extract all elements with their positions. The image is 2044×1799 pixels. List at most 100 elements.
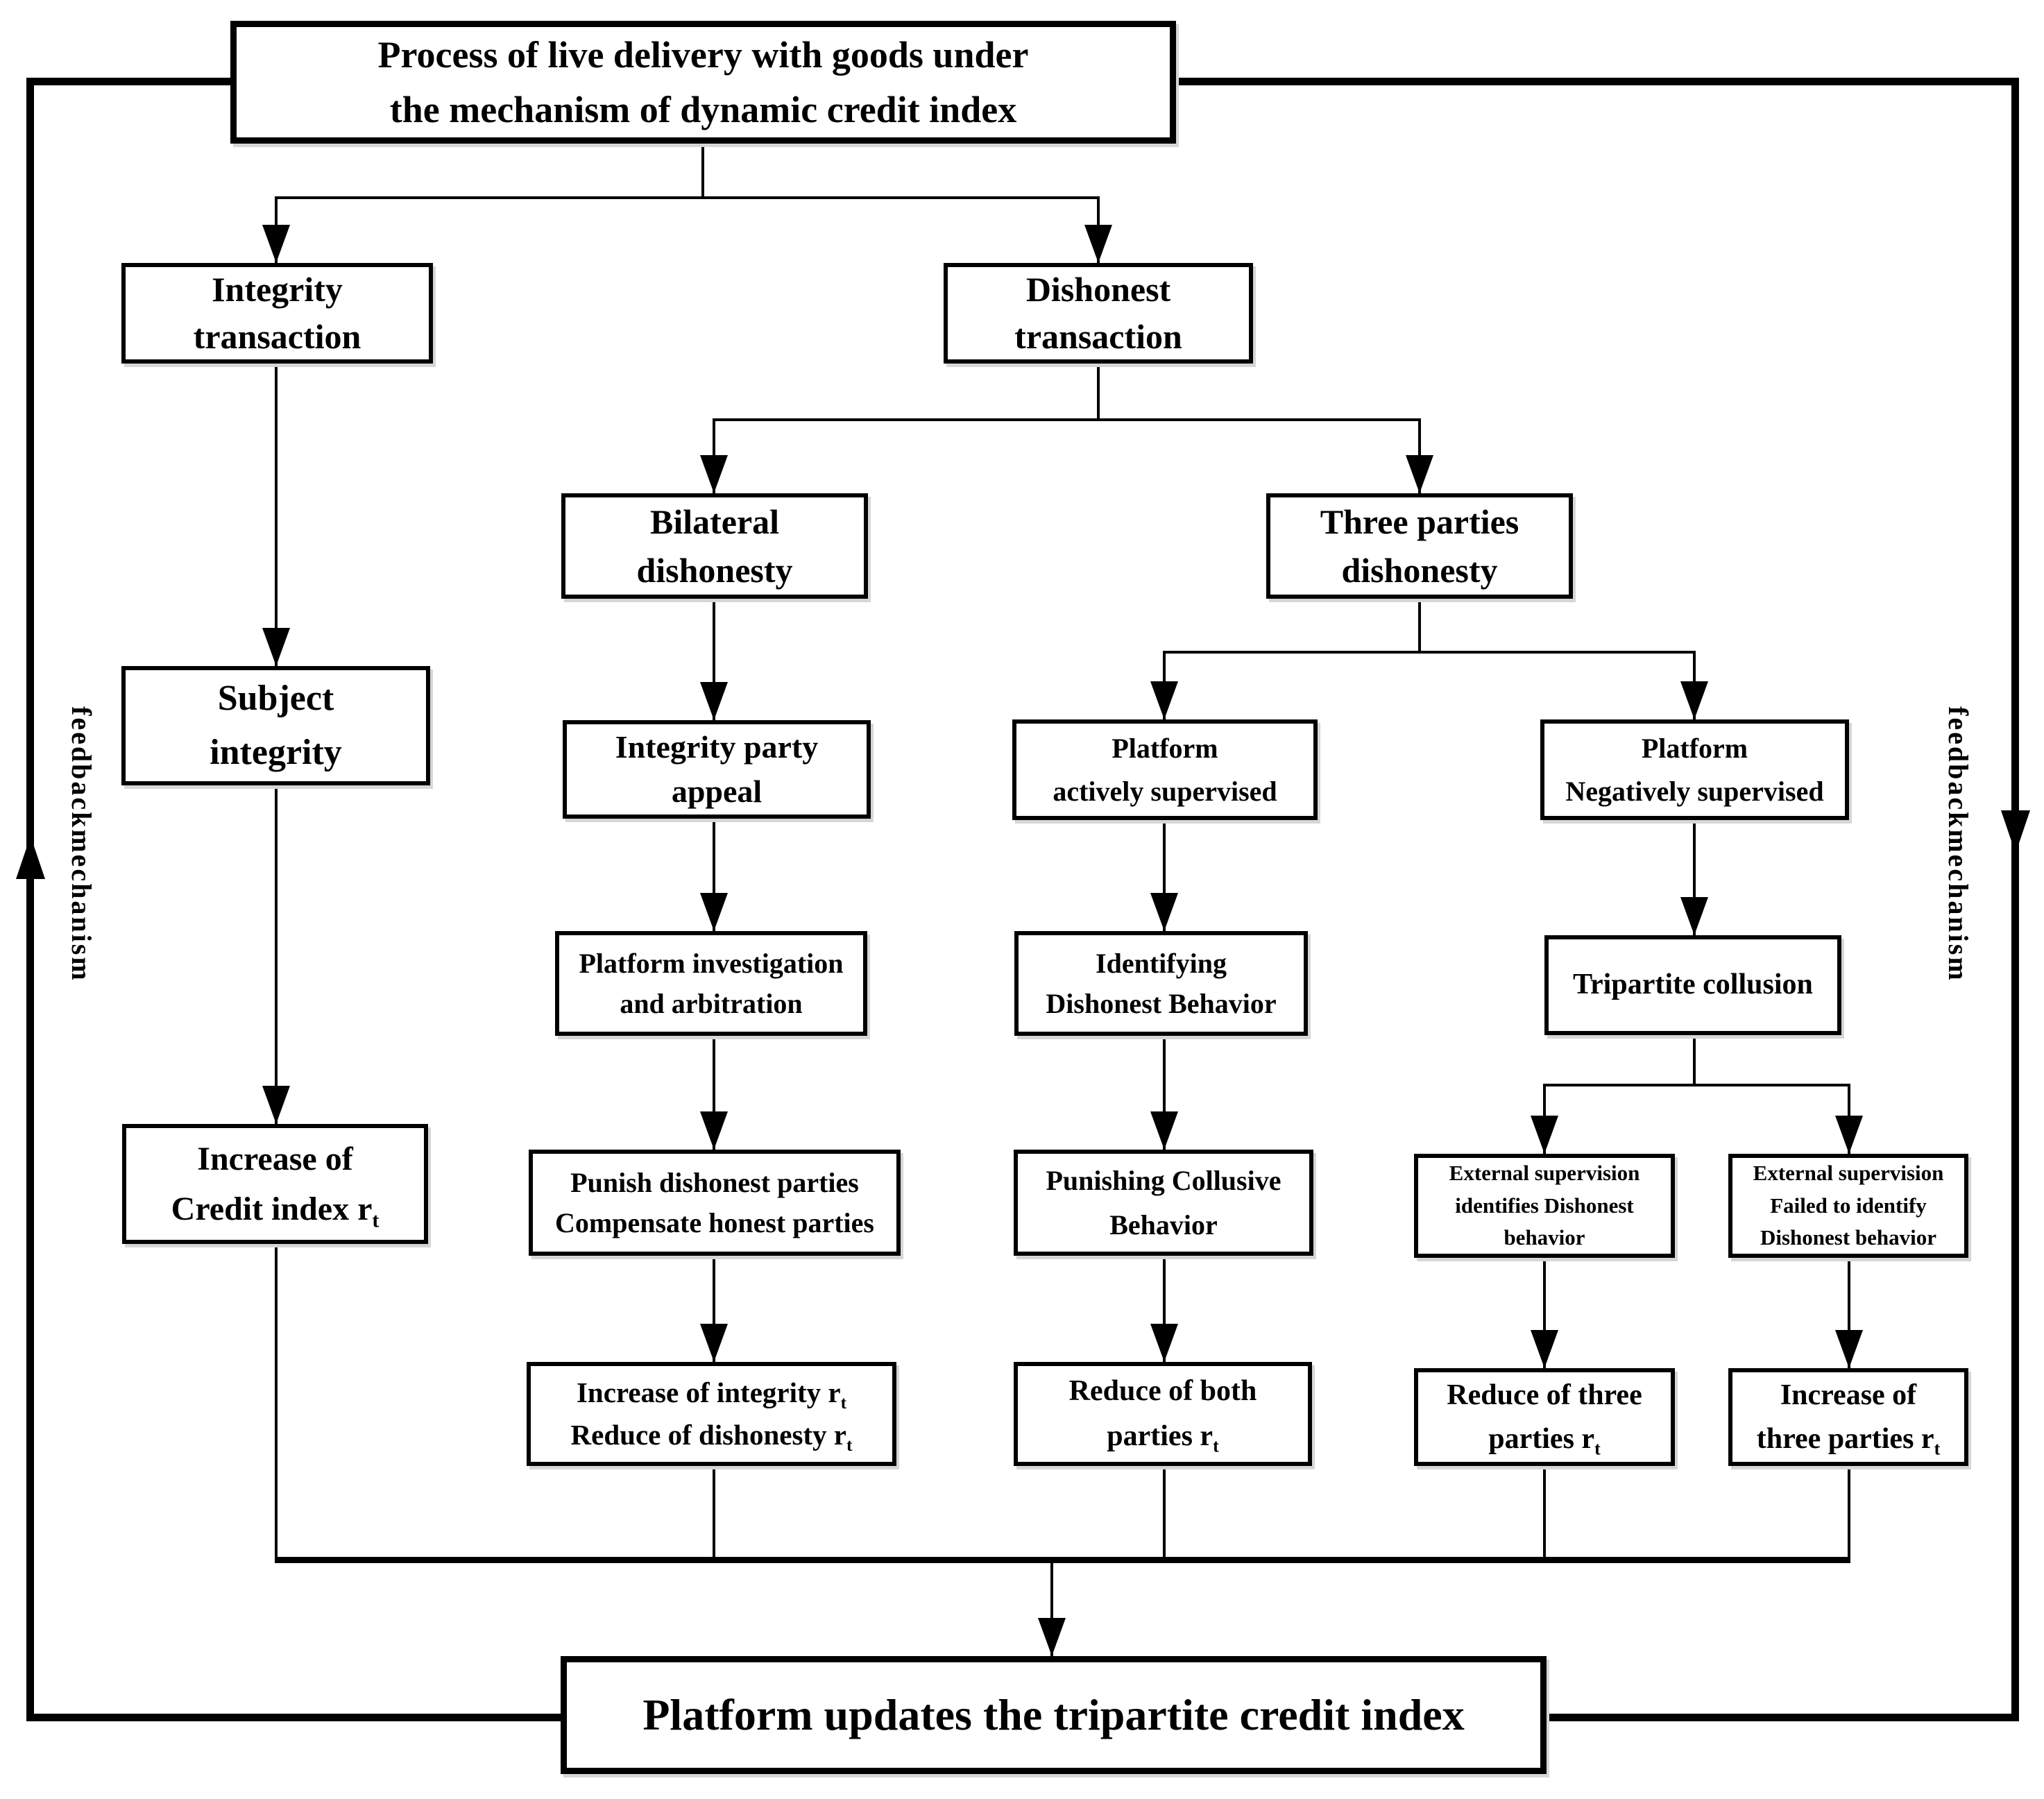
node-text: Platform	[1112, 732, 1218, 764]
subscript: t	[846, 1435, 853, 1456]
flow-line	[1543, 1084, 1850, 1086]
node-subject-integrity: Subject integrity	[121, 666, 430, 785]
node-text: Tripartite collusion	[1573, 969, 1813, 1001]
node-process: Process of live delivery with goods unde…	[230, 21, 1176, 144]
node-external-failed: External supervision Failed to identify …	[1728, 1154, 1968, 1258]
subscript: t	[1594, 1438, 1601, 1458]
node-text: and arbitration	[620, 987, 803, 1019]
arrow-icon	[1835, 1330, 1863, 1368]
node-text: dishonesty	[1341, 551, 1498, 590]
feedback-line	[26, 78, 232, 85]
arrow-icon	[700, 893, 728, 931]
node-text: the mechanism of dynamic credit index	[389, 88, 1017, 130]
node-text: three parties rt	[1756, 1422, 1941, 1458]
flow-line	[1418, 599, 1421, 652]
node-text: Process of live delivery with goods unde…	[377, 34, 1029, 76]
node-text: Dishonest Behavior	[1046, 987, 1277, 1019]
arrow-icon	[1038, 1618, 1066, 1656]
arrow-icon	[1680, 897, 1708, 935]
node-text: External supervision	[1449, 1161, 1640, 1186]
feedback-line	[1175, 78, 2019, 85]
node-bilateral-dishonesty: Bilateral dishonesty	[561, 493, 868, 599]
arrow-icon	[262, 225, 290, 263]
flow-line	[275, 1244, 278, 1560]
arrow-icon	[700, 455, 728, 493]
node-text: Increase of	[1780, 1379, 1917, 1411]
node-platform-investigation: Platform investigation and arbitration	[555, 931, 867, 1036]
node-identifying-dishonest-behavior: Identifying Dishonest Behavior	[1014, 931, 1308, 1036]
arrow-icon	[700, 1324, 728, 1362]
arrow-down-icon	[2001, 810, 2030, 853]
node-dishonest-transaction: Dishonest transaction	[944, 263, 1253, 364]
arrow-icon	[700, 1111, 728, 1150]
node-reduce-three: Reduce of three parties rt	[1414, 1368, 1675, 1466]
feedback-label-right: feedbackmechanism	[1943, 706, 1974, 982]
feedback-line	[26, 78, 34, 1721]
node-text: Behavior	[1109, 1209, 1218, 1240]
node-text: Reduce of dishonesty rt	[570, 1419, 853, 1456]
arrow-icon	[700, 682, 728, 720]
subscript: t	[1213, 1435, 1219, 1456]
flow-line	[1050, 1561, 1053, 1656]
node-text: External supervision	[1753, 1161, 1944, 1186]
flow-line	[1163, 1036, 1166, 1151]
node-text: Dishonest behavior	[1760, 1225, 1937, 1250]
flow-line	[713, 1466, 715, 1560]
node-integrity-party-appeal: Integrity party appeal	[563, 720, 871, 819]
node-platform-negatively-supervised: Platform Negatively supervised	[1540, 719, 1849, 820]
arrow-icon	[1084, 225, 1112, 263]
flow-line	[275, 785, 278, 1125]
flow-line	[701, 142, 704, 198]
node-text: Failed to identify	[1770, 1193, 1927, 1218]
node-text: Increase of integrity rt	[576, 1376, 847, 1413]
node-text: appeal	[671, 774, 763, 809]
node-external-identifies: External supervision identifies Dishones…	[1414, 1154, 1675, 1258]
flow-line	[713, 599, 715, 722]
subscript: t	[1934, 1438, 1941, 1458]
flow-line	[1163, 820, 1166, 932]
node-text: Punish dishonest parties	[570, 1166, 859, 1198]
arrow-icon	[1531, 1116, 1558, 1154]
node-text: Compensate honest parties	[555, 1207, 874, 1238]
subscript: t	[840, 1392, 847, 1413]
node-text: Negatively supervised	[1565, 775, 1824, 807]
node-text: Subject	[217, 679, 334, 718]
flow-line	[713, 819, 715, 932]
node-reduce-both: Reduce of both parties rt	[1014, 1362, 1312, 1466]
node-text: parties rt	[1107, 1420, 1219, 1456]
node-platform-actively-supervised: Platform actively supervised	[1012, 719, 1318, 820]
node-text: integrity	[210, 733, 342, 772]
arrow-icon	[262, 1086, 290, 1124]
arrow-icon	[1406, 455, 1433, 493]
flow-line	[1163, 1256, 1166, 1363]
node-text: Credit index rt	[171, 1190, 380, 1232]
node-increase-integrity: Increase of integrity rt Reduce of disho…	[527, 1362, 896, 1466]
arrow-icon	[1680, 681, 1708, 719]
node-text: Platform	[1641, 732, 1748, 764]
node-text: dishonesty	[636, 551, 793, 590]
node-text: behavior	[1504, 1225, 1585, 1250]
collector-bar	[275, 1557, 1850, 1563]
flow-line	[1163, 651, 1696, 654]
flow-line	[713, 418, 1421, 421]
node-text: Integrity party	[615, 728, 819, 765]
node-increase-three: Increase of three parties rt	[1728, 1368, 1968, 1466]
feedback-line	[2011, 78, 2019, 1721]
arrow-icon	[1150, 1324, 1178, 1362]
feedback-line	[1545, 1714, 2019, 1721]
node-text: Platform investigation	[579, 947, 844, 979]
arrow-up-icon	[16, 836, 45, 879]
arrow-icon	[1150, 1111, 1178, 1150]
node-text: Punishing Collusive	[1046, 1164, 1281, 1196]
node-text: Identifying	[1096, 947, 1227, 979]
flow-line	[275, 196, 1100, 199]
node-text: Platform updates the tripartite credit i…	[642, 1689, 1465, 1739]
flow-line	[1163, 1466, 1166, 1560]
arrow-icon	[262, 628, 290, 666]
node-punish-compensate: Punish dishonest parties Compensate hone…	[529, 1150, 901, 1256]
feedback-line	[26, 1714, 563, 1721]
flow-line	[713, 1036, 715, 1151]
node-text: identifies Dishonest	[1455, 1193, 1634, 1218]
node-text: Three parties	[1320, 502, 1519, 541]
